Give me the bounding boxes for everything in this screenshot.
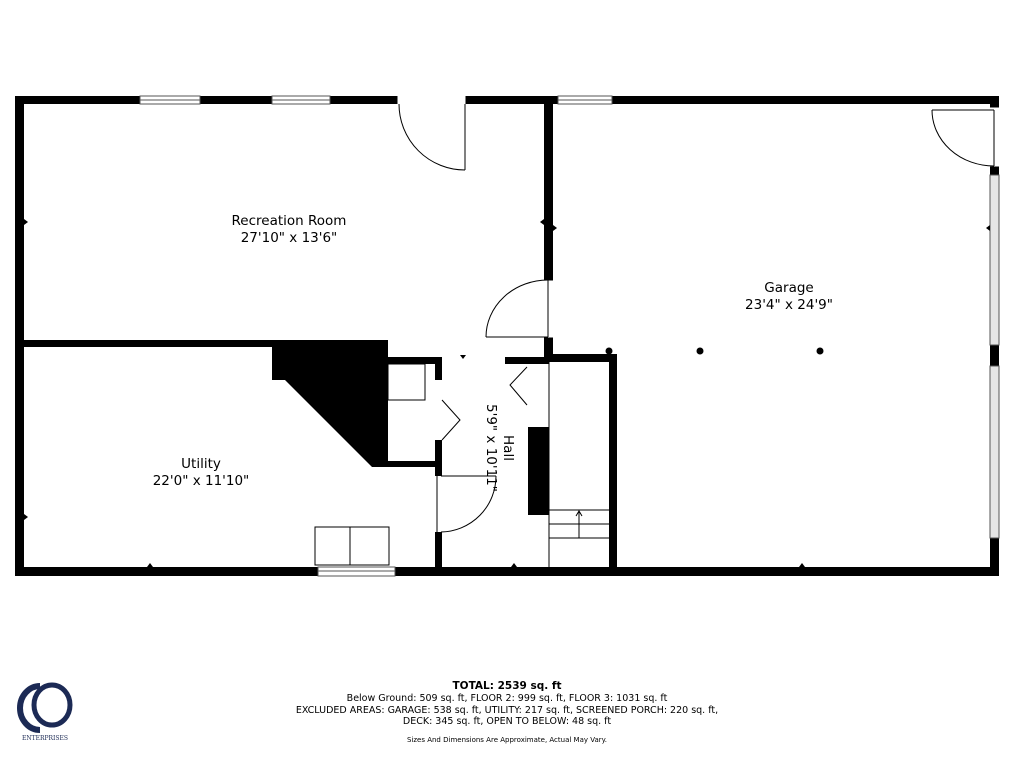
- company-logo: ENTERPRISES: [14, 678, 76, 744]
- excluded-areas: EXCLUDED AREAS: GARAGE: 538 sq. ft, UTIL…: [295, 704, 719, 716]
- posts: [605, 347, 824, 355]
- room-hall: Hall 5'9" x 10'11": [483, 404, 516, 492]
- room-dims: 22'0" x 11'10": [153, 473, 250, 489]
- disclaimer: Sizes And Dimensions Are Approximate, Ac…: [406, 735, 608, 744]
- room-dims: 5'9" x 10'11": [483, 404, 499, 492]
- area-summary: TOTAL: 2539 sq. ft Below Ground: 509 sq.…: [250, 680, 764, 744]
- room-name: Utility: [181, 456, 221, 472]
- walls: [15, 96, 999, 576]
- room-name: Recreation Room: [232, 213, 347, 229]
- room-dims: 27'10" x 13'6": [241, 230, 338, 246]
- logo-text: ENTERPRISES: [22, 735, 68, 742]
- room-name: Hall: [500, 435, 516, 461]
- excluded-areas-cont: DECK: 345 sq. ft, OPEN TO BELOW: 48 sq. …: [402, 716, 612, 727]
- room-utility: Utility 22'0" x 11'10": [153, 456, 250, 489]
- logo-mark-icon: ENTERPRISES: [17, 682, 73, 742]
- dimension-ticks: [24, 219, 990, 567]
- room-dims: 23'4" x 24'9": [745, 297, 833, 313]
- doors: [314, 95, 1000, 567]
- windows: [139, 95, 1000, 577]
- floor-areas: Below Ground: 509 sq. ft, FLOOR 2: 999 s…: [346, 693, 668, 704]
- room-garage: Garage 23'4" x 24'9": [745, 280, 833, 313]
- total-area: TOTAL: 2539 sq. ft: [452, 680, 562, 692]
- room-name: Garage: [764, 280, 813, 296]
- room-recreation: Recreation Room 27'10" x 13'6": [232, 213, 347, 246]
